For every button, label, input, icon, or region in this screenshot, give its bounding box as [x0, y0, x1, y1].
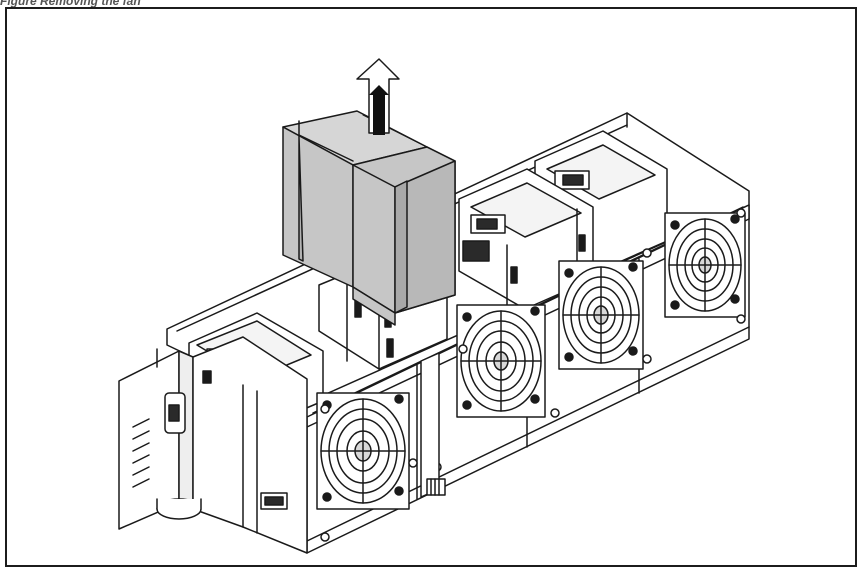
fan-icon: [456, 304, 546, 418]
cage-left-side-panel: [118, 348, 194, 530]
arrow-up-icon: [356, 58, 400, 135]
fan-icon: [316, 392, 410, 510]
fan-icon: [664, 212, 746, 318]
fan-cage-illustration: [118, 58, 750, 554]
figure-frame: [5, 7, 857, 567]
fan-icon: [558, 260, 644, 370]
figure-caption: Figure Removing the fan: [0, 0, 141, 8]
air-duct: [282, 110, 456, 326]
cage-end-bracket: [156, 336, 308, 554]
partition-plate: [420, 352, 446, 498]
